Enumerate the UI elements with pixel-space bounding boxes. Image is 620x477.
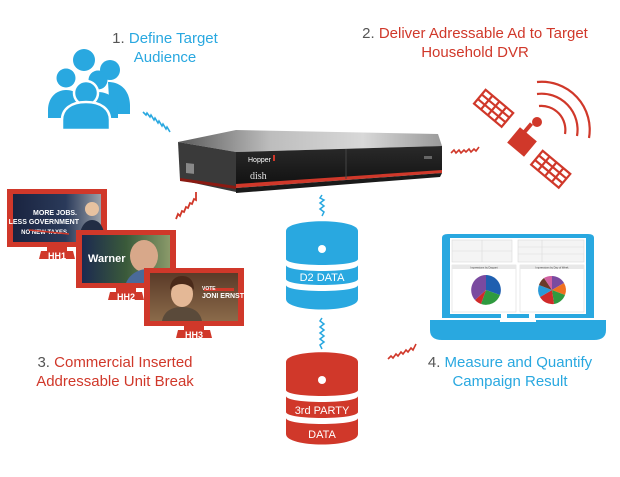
hh2-label: HH2 (117, 292, 135, 302)
connector-d2data-3rdparty (318, 317, 326, 350)
laptop-dashboard-icon: Impressions by Daypart Impressions by Da… (430, 234, 606, 340)
dvr-brand: Hopper (248, 157, 272, 164)
d2-data-database-icon: D2 DATA (286, 221, 358, 310)
step-1-line1: Define Target (128, 30, 218, 47)
people-group-icon (48, 49, 130, 132)
step-3-label: 3. Commercial Inserted Addressable Unit … (20, 353, 210, 391)
connector-dvr-d2data (318, 194, 326, 217)
step-2-label: 2. Deliver Adressable Ad to Target House… (350, 24, 600, 62)
step-2-line2: Household DVR (421, 44, 529, 61)
connector-3rdparty-laptop (387, 343, 417, 360)
dashboard-pie-day-of-week (538, 275, 566, 305)
step-4-line2: Campaign Result (452, 373, 568, 390)
step-3-number: 3. (37, 354, 50, 371)
household-tv-hh3: VOTE JONI ERNST HH3 (144, 268, 245, 340)
hh1-ad-line-3: NO NEW TAXES (21, 230, 67, 236)
third-party-label-bottom: DATA (308, 429, 336, 441)
dvr-logo: dish (250, 171, 267, 182)
step-2-line1: Deliver Adressable Ad to Target (378, 25, 588, 42)
d2-data-label: D2 DATA (300, 272, 345, 284)
step-1-number: 1. (112, 30, 125, 47)
step-1-line2: Audience (133, 49, 197, 66)
step-3-line1: Commercial Inserted (54, 354, 193, 371)
dashboard-chart1-title: Impressions by Daypart (470, 266, 498, 270)
dashboard-chart2-title: Impressions by Day of Week (536, 266, 570, 270)
hh2-ad-line-1: Warner (88, 253, 126, 265)
household-tv-hh2: Warner HH2 (76, 230, 176, 302)
step-4-number: 4. (427, 354, 441, 371)
hh3-ad-line-2: JONI ERNST (202, 293, 245, 300)
satellite-icon (472, 80, 591, 190)
hh1-ad-line-1: MORE JOBS. (33, 210, 77, 217)
connector-dvr-satellite (450, 146, 480, 155)
third-party-data-database-icon: 3rd PARTY DATA (286, 352, 358, 445)
connector-audience-dvr (142, 111, 171, 133)
hh3-ad-line-1: VOTE (202, 286, 216, 292)
hh1-label: HH1 (48, 251, 66, 261)
connector-dvr-households (175, 192, 197, 220)
hh3-label: HH3 (185, 330, 203, 340)
step-3-line2: Addressable Unit Break (36, 373, 194, 390)
dvr-set-top-box: Hopper dish (178, 130, 442, 193)
household-tv-hh1: MORE JOBS. LESS GOVERNMENT NO NEW TAXES … (7, 189, 107, 261)
step-2-number: 2. (362, 25, 375, 42)
hh1-ad-line-2: LESS GOVERNMENT (9, 219, 80, 226)
step-1-label: 1. Define Target Audience (100, 29, 230, 67)
step-4-label: 4. Measure and Quantify Campaign Result (410, 353, 610, 391)
third-party-label-top: 3rd PARTY (295, 405, 350, 417)
dashboard-pie-daypart (471, 275, 501, 305)
step-4-line1: Measure and Quantify (444, 354, 593, 371)
